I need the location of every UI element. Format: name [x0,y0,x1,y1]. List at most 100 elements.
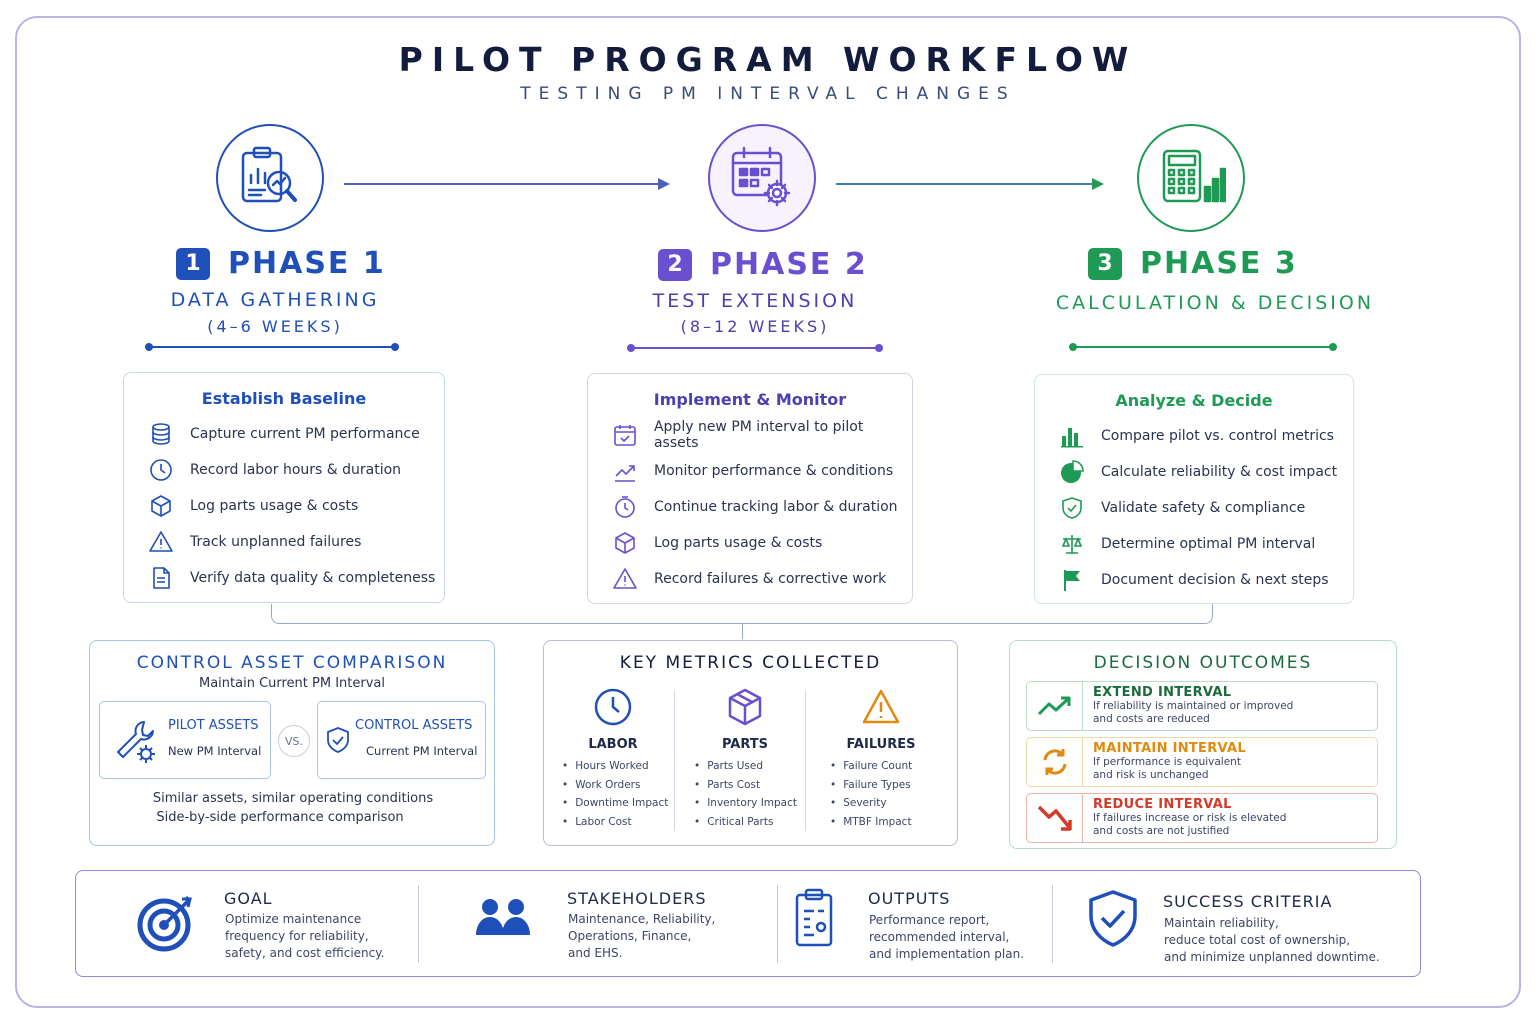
list-item: Track unplanned failures [124,524,444,560]
trend-up-icon [1027,682,1083,730]
footer-line: Maintain reliability, [1164,916,1279,930]
outcome-desc: If reliability is maintained or improved [1093,700,1294,712]
phase-3-card-title: Analyze & Decide [1115,391,1273,410]
footer-line: Performance report, [869,913,990,927]
key-metrics-panel: KEY METRICS COLLECTED LABOR Hours Worked… [543,640,958,846]
task-text: Record failures & corrective work [654,571,887,587]
task-text: Calculate reliability & cost impact [1101,464,1338,480]
footer-line: Operations, Finance, [568,929,692,943]
task-text: Track unplanned failures [190,534,362,550]
footer-line: and implementation plan. [869,947,1025,961]
list-item: Compare pilot vs. control metrics [1035,418,1353,454]
footer-line: recommended interval, [869,930,1010,944]
list-item: Critical Parts [694,816,810,835]
refresh-icon [1027,738,1083,786]
list-item: MTBF Impact [830,816,946,835]
metric-heading: FAILURES [846,737,916,752]
warning-icon [612,566,638,592]
document-icon [148,565,174,591]
metric-heading: LABOR [588,737,638,752]
control-panel-subtitle: Maintain Current PM Interval [198,676,385,691]
phase-3-label: PHASE 3 [1140,246,1298,281]
task-text: Document decision & next steps [1101,572,1329,588]
control-note-2: Side-by-side performance comparison [156,810,404,825]
shield-check-icon [1087,889,1139,953]
clock-icon [148,457,174,483]
control-note-1: Similar assets, similar operating condit… [152,791,434,806]
list-item: Calculate reliability & cost impact [1035,454,1353,490]
control-assets-sub: Current PM Interval [366,744,478,758]
footer-line: Maintenance, Reliability, [568,912,716,926]
footer-divider [1052,885,1053,963]
arrow-phase2-to-phase3 [836,178,1104,190]
list-item: Capture current PM performance [124,416,444,452]
list-item: Labor Cost [562,816,678,835]
footer-heading: GOAL [224,889,273,908]
task-text: Continue tracking labor & duration [654,499,898,515]
footer-outputs: OUTPUTS Performance report, recommended … [778,871,1052,976]
phase-1-label: PHASE 1 [228,246,386,281]
task-text: Record labor hours & duration [190,462,402,478]
calendar-gear-icon [708,124,816,232]
phase-3-name: CALCULATION & DECISION [1055,292,1375,314]
metric-column-parts: PARTS Parts Used Parts Cost Inventory Im… [680,687,810,834]
outcome-label: EXTEND INTERVAL [1093,685,1232,700]
task-text: Monitor performance & conditions [654,463,894,479]
control-assets-title: CONTROL ASSETS [355,718,473,733]
database-icon [148,421,174,447]
box-icon [148,493,174,519]
footer-stakeholders: STAKEHOLDERS Maintenance, Reliability, O… [419,871,777,976]
footer-line: safety, and cost efficiency. [225,946,385,960]
phase-2-duration: (8–12 WEEKS) [680,317,830,336]
pilot-assets-title: PILOT ASSETS [168,718,259,733]
flag-icon [1059,567,1085,593]
list-item: Hours Worked [562,760,678,779]
metric-heading: PARTS [721,737,769,752]
list-item: Record failures & corrective work [588,561,912,597]
footer-line: and EHS. [568,946,623,960]
phase-2-card-title: Implement & Monitor [653,390,847,409]
shield-check-icon [1059,495,1085,521]
connector-line [742,623,743,639]
metric-column-failures: FAILURES Failure Count Failure Types Sev… [816,687,946,834]
vs-badge: VS. [278,725,310,757]
list-item: Verify data quality & completeness [124,560,444,596]
control-assets-box: CONTROL ASSETS Current PM Interval [317,701,486,779]
warning-icon [148,529,174,555]
footer-divider [777,885,778,963]
task-text: Determine optimal PM interval [1101,536,1316,552]
outcome-label: REDUCE INTERVAL [1093,797,1232,812]
task-text: Capture current PM performance [190,426,420,442]
task-text: Log parts usage & costs [654,535,823,551]
phase-2-divider [627,344,883,352]
list-item: Parts Cost [694,779,810,798]
control-panel-title: CONTROL ASSET COMPARISON [136,653,448,673]
outcome-desc: and risk is unchanged [1093,769,1209,781]
pilot-assets-sub: New PM Interval [168,744,262,758]
task-text: Compare pilot vs. control metrics [1101,428,1334,444]
phase-2-name: TEST EXTENSION [652,290,858,312]
control-comparison-panel: CONTROL ASSET COMPARISON Maintain Curren… [89,640,495,846]
list-item: Severity [830,797,946,816]
wrench-gear-icon [114,718,158,768]
pie-chart-icon [1059,459,1085,485]
clipboard-analysis-icon [216,124,324,232]
page-subtitle: TESTING PM INTERVAL CHANGES [520,84,1016,104]
outcome-desc: and costs are reduced [1093,713,1210,725]
footer-line: frequency for reliability, [225,929,369,943]
phase-1-card-title: Establish Baseline [201,389,367,408]
outcome-desc: and costs are not justified [1093,825,1230,837]
phase-3-number-badge: 3 [1088,247,1122,280]
footer-success-criteria: SUCCESS CRITERIA Maintain reliability, r… [1053,871,1421,976]
list-item: Parts Used [694,760,810,779]
phase-3-heading: 3 PHASE 3 [1088,246,1298,281]
footer-divider [418,885,419,963]
list-item: Record labor hours & duration [124,452,444,488]
phase-2-label: PHASE 2 [710,247,868,282]
outcome-desc: If performance is equivalent [1093,756,1241,768]
footer-heading: SUCCESS CRITERIA [1163,892,1333,911]
phase-1-number-badge: 1 [176,247,210,280]
footer-line: reduce total cost of ownership, [1164,933,1351,947]
